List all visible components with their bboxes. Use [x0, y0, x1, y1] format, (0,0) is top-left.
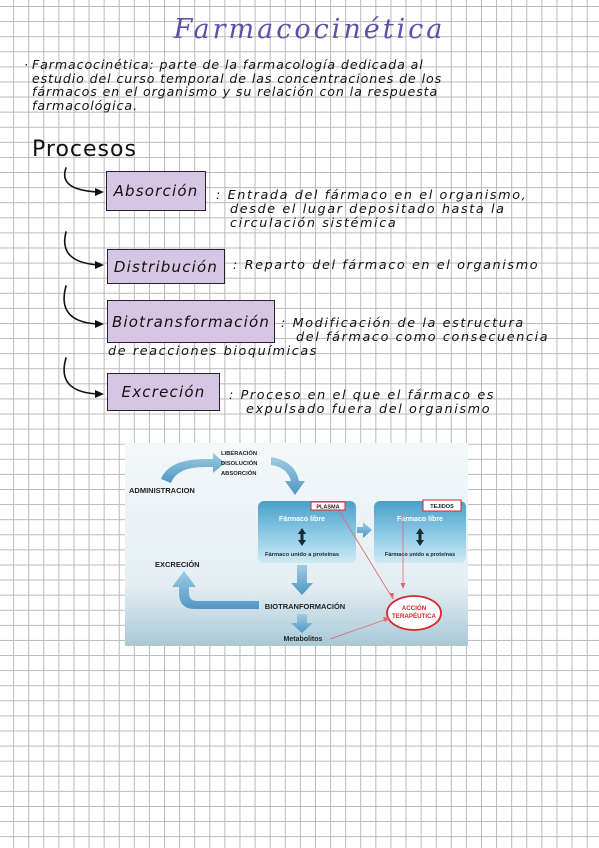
label-unido-tejidos: Fármaco unido a proteínas	[385, 552, 455, 558]
desc-distribucion-1: : Reparto del fármaco en el organismo	[233, 258, 540, 273]
arrow-biotransformacion	[63, 285, 99, 325]
process-arrows	[63, 167, 104, 398]
accion-terapeutica-circle	[386, 595, 442, 631]
label-metabolitos: Metabolitos	[284, 636, 323, 643]
arrow-plasma-tejidos-icon	[357, 522, 372, 538]
label-unido-plasma: Fármaco unido a proteínas	[265, 552, 339, 558]
arrow-to-plasma-icon	[271, 457, 305, 495]
intro-line-2: estudio del curso temporal de las concen…	[32, 70, 443, 86]
label-absorcion: ABSORCIÓN	[221, 469, 256, 477]
label-terapeutica: TERAPÉUTICA	[392, 612, 437, 620]
desc-excrecion-2: expulsado fuera del organismo	[246, 402, 492, 417]
desc-biotrans-2: del fármaco como consecuencia	[296, 330, 550, 345]
intro-line-1: Farmacocinética: parte de la farmacologí…	[32, 57, 424, 72]
page-title: Farmacocinética	[173, 14, 446, 45]
equilibrium-arrow-tejidos-icon	[416, 528, 424, 546]
line-metabolitos-accion	[329, 618, 388, 640]
label-tejidos: TEJIDOS	[430, 504, 454, 510]
label-administracion: ADMINISTRACION	[129, 486, 195, 495]
label-farmaco-libre-plasma: Fármaco libre	[279, 516, 325, 523]
intro-line-4: farmacológica.	[32, 97, 138, 113]
process-box-absorcion: Absorción	[106, 171, 206, 211]
process-box-distribucion: Distribución	[107, 249, 225, 284]
tejidos-tag	[422, 499, 462, 512]
process-box-excrecion: Excreción	[107, 373, 220, 411]
label-accion: ACCIÓN	[402, 604, 427, 612]
arrow-to-metabolitos-icon	[291, 614, 313, 633]
label-biotransformacion: BIOTRANFORMACIÓN	[265, 602, 345, 611]
desc-biotrans-3: de reacciones bioquímicas	[108, 344, 319, 359]
process-box-biotransformacion: Biotransformación	[107, 300, 275, 343]
desc-excrecion-1: : Proceso en el que el fármaco es	[229, 388, 496, 403]
desc-biotrans-1: : Modificación de la estructura	[281, 316, 525, 331]
label-disolucion: DISOLUCIÓN	[221, 459, 257, 467]
desc-absorcion-3: circulación sistémica	[230, 216, 398, 231]
label-liberacion: LIBERACIÓN	[221, 449, 257, 457]
intro-line-3: fármacos en el organismo y su relación c…	[32, 84, 439, 100]
plasma-box	[258, 501, 356, 563]
arrow-absorcion	[63, 167, 99, 193]
arrow-excrecion	[63, 357, 99, 395]
processes-heading: Procesos	[32, 137, 137, 162]
arrow-excrecion-icon	[172, 571, 259, 609]
plasma-tag	[310, 501, 346, 511]
arrow-admin-icon	[161, 453, 225, 483]
desc-absorcion-2: desde el lugar depositado hasta la	[230, 202, 506, 217]
arrow-distribucion	[63, 231, 99, 266]
arrow-to-biotrans-icon	[291, 565, 313, 595]
label-plasma: PLASMA	[316, 505, 339, 511]
equilibrium-arrow-plasma-icon	[298, 528, 306, 546]
label-excrecion: EXCRECIÓN	[155, 560, 200, 569]
label-farmaco-libre-tejidos: Fármaco libre	[397, 516, 443, 523]
intro-paragraph: · Farmacocinética: parte de la farmacolo…	[24, 57, 592, 113]
desc-absorcion-1: : Entrada del fármaco en el organismo,	[216, 188, 528, 203]
bullet: ·	[24, 57, 29, 72]
line-plasma-accion	[338, 510, 394, 600]
pharmacokinetics-diagram: ADMINISTRACION LIBERACIÓN DISOLUCIÓN ABS…	[125, 443, 468, 646]
